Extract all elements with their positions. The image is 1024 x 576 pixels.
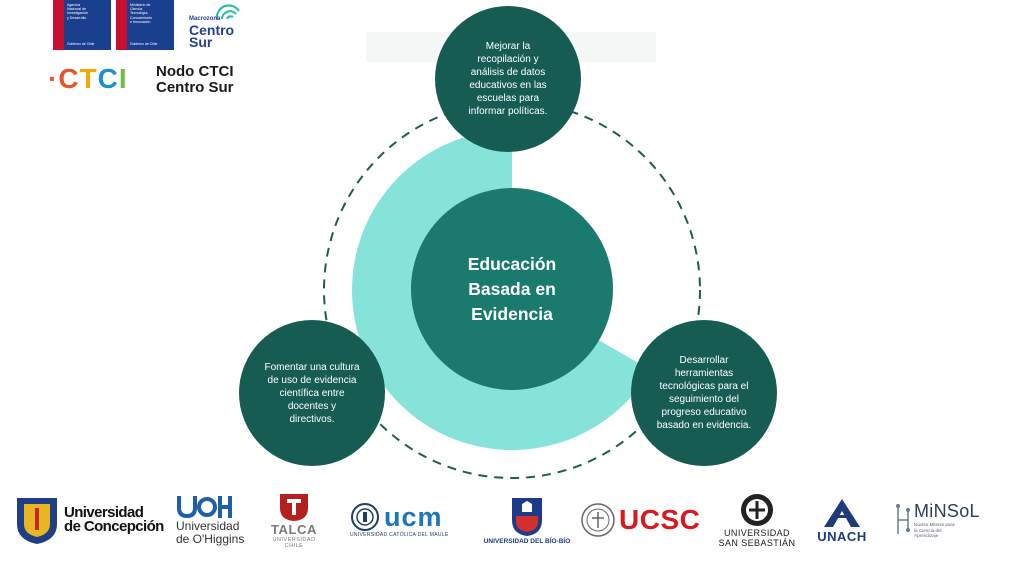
udec-shield-icon: [17, 498, 57, 544]
node-circle-right: [631, 320, 777, 466]
ubb-shield-icon: [512, 497, 542, 536]
center-label-line3: Evidencia: [471, 303, 553, 324]
anid-line: Agencia: [67, 3, 80, 7]
macrozona-small: Macrozona: [189, 16, 221, 22]
udec-logo: Universidad de Concepción: [14, 488, 164, 552]
macrozona-logo: Macrozona Centro Sur: [187, 3, 257, 49]
ministerio-line: Conocimiento: [130, 15, 152, 20]
ministerio-line: Tecnología,: [130, 11, 149, 16]
ubb-sub: UNIVERSIDAD DEL BÍO-BÍO: [483, 537, 571, 545]
minsol-network-icon: [896, 504, 910, 534]
talca-sub1: UNIVERSIDAD: [272, 536, 316, 543]
minsol-word: MiNSoL: [914, 501, 980, 522]
ucsc-word: UCSC: [619, 504, 701, 535]
ministerio-line: Ministerio de: [130, 3, 151, 7]
center-label: Educación Basada en Evidencia: [431, 234, 593, 344]
minsol-sub1: Núcleo Milenio para: [914, 522, 955, 528]
ucsc-logo: UCSC: [580, 488, 704, 552]
talca-emblem-icon: [280, 493, 308, 521]
unach-word: UNACH: [817, 528, 867, 544]
center-circle: [411, 188, 613, 390]
node-circle-top: [435, 6, 581, 152]
ministerio-logo: Ministerio de Ciencia, Tecnología, Conoc…: [116, 0, 174, 50]
ctci-nodo: Nodo CTCI Centro Sur: [156, 64, 234, 96]
ucm-logo: ucm UNIVERSIDAD CATÓLICA DEL MAULE: [350, 488, 468, 552]
anid-line: Nacional de: [67, 7, 86, 12]
node-text-right: Desarrollar herramientas tecnológicas pa…: [656, 355, 752, 431]
header-logos: Agencia Nacional de Investigación y Desa…: [48, 0, 258, 100]
unach-mark-icon: [824, 498, 860, 527]
uss-line2: SAN SEBASTIÁN: [718, 538, 796, 548]
talca-word: TALCA: [270, 521, 318, 537]
ministerio-line: e Innovación: [130, 19, 151, 24]
uoh-line1: Universidad: [176, 519, 240, 533]
ctci-word: ·CTCI: [48, 63, 128, 94]
anid-logo: Agencia Nacional de Investigación y Desa…: [53, 0, 111, 50]
macrozona-big-1: Centro: [189, 22, 235, 38]
unach-logo: UNACH: [810, 488, 874, 552]
ucm-sub: UNIVERSIDAD CATÓLICA DEL MAULE: [350, 532, 449, 538]
ministerio-footer: Gobierno de Chile: [130, 41, 158, 46]
ucm-word: ucm: [384, 502, 443, 532]
ucm-seal-icon: [351, 503, 379, 531]
ministerio-line: Ciencia,: [130, 7, 143, 12]
anid-line: y Desarrollo: [67, 15, 87, 20]
minsol-logo: MiNSoL Núcleo Milenio para la Ciencia de…: [894, 488, 1012, 552]
macrozona-big-2: Sur: [189, 34, 213, 50]
uoh-line2: de O'Higgins: [176, 532, 245, 546]
ubb-logo: UNIVERSIDAD DEL BÍO-BÍO: [477, 488, 577, 552]
udec-line1: Universidad: [64, 504, 144, 521]
uoh-mark-icon: [177, 496, 232, 519]
node-text-left: Fomentar una cultura de uso de evidencia…: [264, 361, 360, 425]
minsol-sub3: Aprendizaje: [914, 533, 939, 539]
anid-footer: Gobierno de Chile: [67, 41, 95, 46]
center-label-line2: Basada en: [468, 278, 556, 299]
uss-seal-icon: [741, 494, 773, 526]
talca-sub2: CHILE: [284, 542, 304, 549]
udec-line2: de Concepción: [64, 518, 164, 535]
anid-line: Investigación: [67, 11, 88, 16]
talca-logo: TALCA UNIVERSIDAD CHILE: [264, 488, 324, 552]
ctci-nodo-line2: Centro Sur: [156, 79, 234, 96]
uss-line1: UNIVERSIDAD: [724, 528, 790, 538]
ctci-nodo-line1: Nodo CTCI: [156, 63, 234, 80]
uoh-logo: Universidad de O'Higgins: [176, 488, 256, 552]
node-text-top: Mejorar la recopilación y análisis de da…: [468, 41, 548, 117]
ucsc-seal-icon: [581, 503, 615, 537]
node-circle-left: [239, 320, 385, 466]
uss-logo: UNIVERSIDAD SAN SEBASTIÁN: [712, 488, 802, 552]
ctci-logo: ·CTCI Nodo CTCI Centro Sur: [48, 55, 258, 100]
center-label-line1: Educación: [467, 253, 557, 274]
minsol-sub2: la Ciencia del: [914, 527, 942, 533]
